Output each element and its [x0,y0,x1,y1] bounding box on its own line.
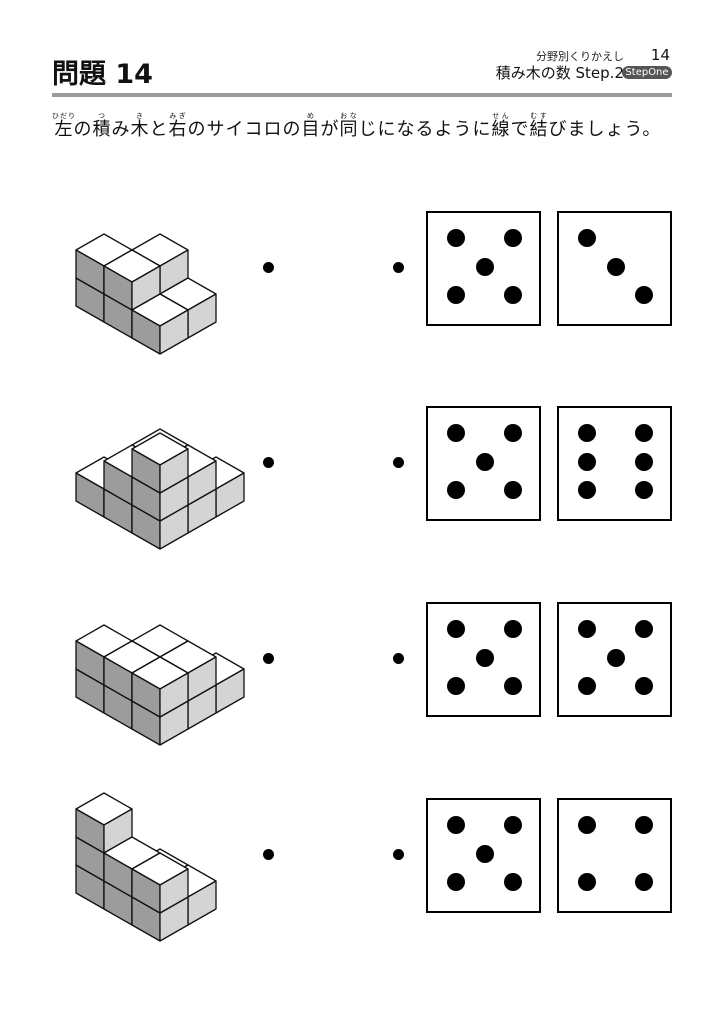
instruction-segment: で [510,119,530,140]
die-pip [635,452,653,471]
die-pip [635,481,653,499]
die-pip [447,424,465,442]
instruction-segment: じになるように [358,119,492,140]
stepone-logo: StepOne [622,66,672,79]
instruction-segment: の [73,119,93,140]
die-pip [504,873,522,891]
die-face-5 [426,211,541,326]
die-pip [504,620,522,638]
ruby-word: 線せん [491,112,511,140]
die-pip [475,452,494,471]
die-pip [578,677,596,695]
furigana: き [130,112,150,120]
page-number: 14 [650,46,670,64]
right-connect-dot[interactable] [393,457,404,468]
die-pip [447,286,465,304]
die-pip [578,229,596,247]
cube [131,432,189,494]
cube [75,792,133,854]
instruction-segment: み [111,119,131,140]
die-pip [447,229,465,247]
left-connect-dot[interactable] [263,653,274,664]
header-divider [52,93,672,97]
die-pip [606,648,625,667]
left-connect-dot[interactable] [263,457,274,468]
die-pip [578,873,596,891]
die-pip [635,873,653,891]
die-face-5 [426,406,541,521]
die-pip [635,286,653,304]
instruction-segment: のサイコロの [187,119,302,140]
die-pip [578,452,596,471]
die-pip [475,257,494,276]
ruby-word: 結むす [529,112,549,140]
cube [131,656,189,718]
die-pip [504,677,522,695]
right-connect-dot[interactable] [393,653,404,664]
right-connect-dot[interactable] [393,849,404,860]
category-label: 分野別くりかえし [536,50,624,63]
cube [131,293,189,355]
die-pip [504,816,522,834]
block-figure [75,792,217,942]
die-pip [504,424,522,442]
die-pip [475,844,494,863]
die-face-4 [557,798,672,913]
page-title: 問題 14 [52,59,153,90]
furigana: おな [339,112,359,120]
furigana: せん [491,112,511,120]
die-face-5 [426,602,541,717]
ruby-word: 木き [130,112,150,140]
ruby-word: 同おな [339,112,359,140]
die-face-6 [557,406,672,521]
instruction-segment: びましょう。 [548,119,662,140]
die-pip [447,677,465,695]
die-pip [578,424,596,442]
die-pip [504,229,522,247]
cube [103,249,161,311]
left-connect-dot[interactable] [263,849,274,860]
instruction-segment: が [320,119,340,140]
block-figure [75,624,245,746]
furigana: め [301,112,321,120]
ruby-word: 右みぎ [168,112,188,140]
block-figure [75,233,217,355]
die-pip [447,481,465,499]
instruction-segment: と [149,119,169,140]
ruby-word: 目め [301,112,321,140]
furigana: みぎ [168,112,188,120]
die-pip [447,816,465,834]
ruby-word: 左ひだり [52,112,76,140]
left-connect-dot[interactable] [263,262,274,273]
die-pip [504,481,522,499]
die-pip [635,620,653,638]
die-pip [635,677,653,695]
furigana: つ [92,112,112,120]
furigana: ひだり [52,112,76,120]
die-pip [447,620,465,638]
die-pip [578,620,596,638]
cube [131,852,189,914]
die-pip [504,286,522,304]
die-pip [578,816,596,834]
die-pip [635,816,653,834]
die-pip [635,424,653,442]
die-pip [447,873,465,891]
furigana: むす [529,112,549,120]
die-pip [606,257,625,276]
instruction-text: 左ひだりの積つみ木きと右みぎのサイコロの目めが同おなじになるように線せんで結むす… [52,112,661,141]
die-face-5 [426,798,541,913]
ruby-word: 積つ [92,112,112,140]
die-pip [475,648,494,667]
die-face-3 [557,211,672,326]
block-figure [75,428,245,550]
die-pip [578,481,596,499]
right-connect-dot[interactable] [393,262,404,273]
unit-title: 積み木の数 Step.2 [495,64,624,82]
die-face-5 [557,602,672,717]
